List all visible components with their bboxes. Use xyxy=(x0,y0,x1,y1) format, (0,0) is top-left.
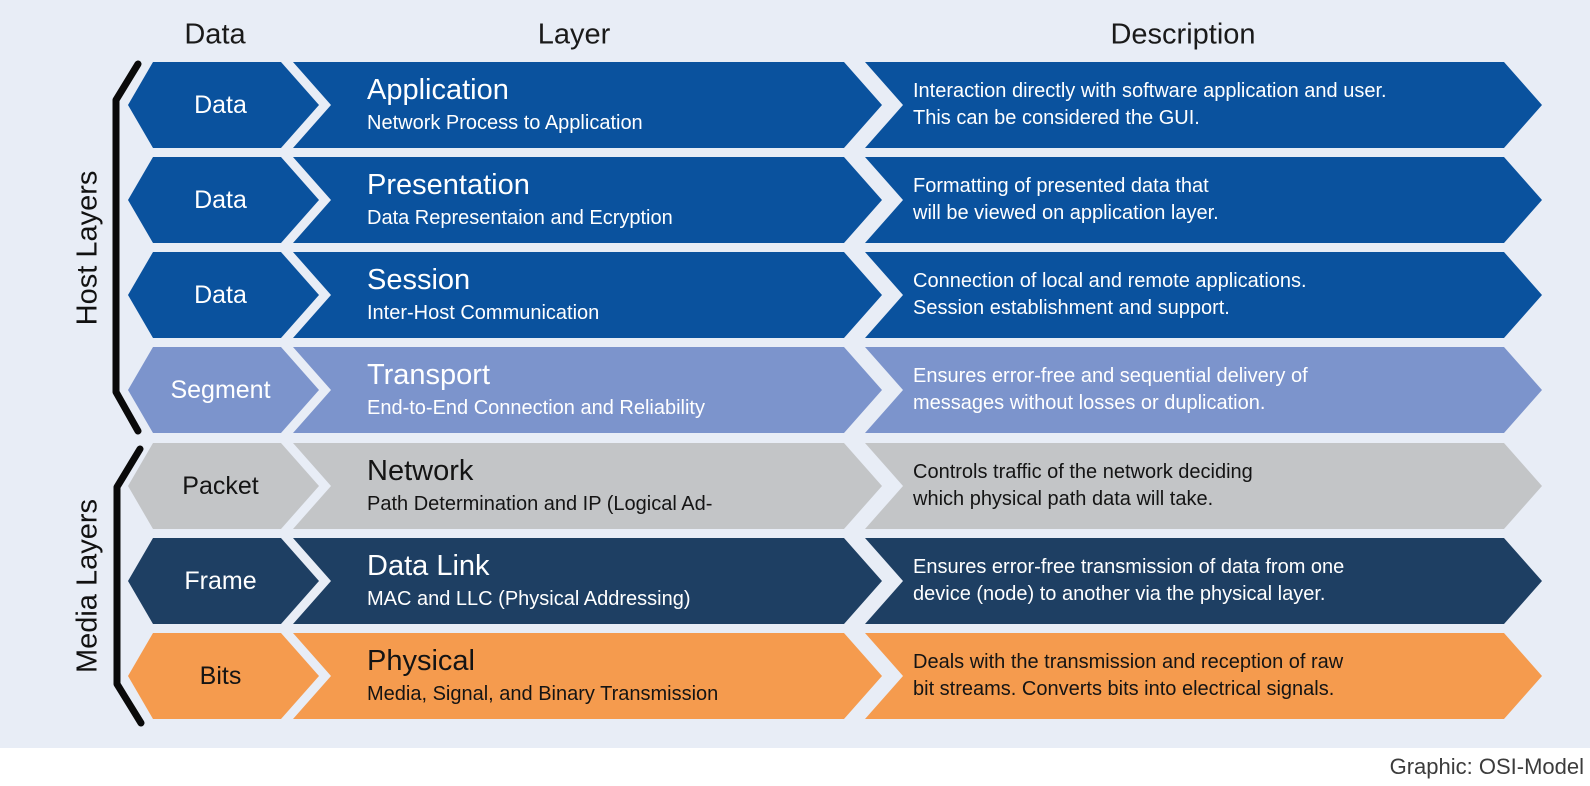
layer-bar: Physical Media, Signal, and Binary Trans… xyxy=(293,633,882,719)
description-line: Ensures error-free transmission of data … xyxy=(913,556,1345,578)
description-line: Ensures error-free and sequential delive… xyxy=(913,365,1308,387)
graphic-credit: Graphic: OSI-Model xyxy=(1389,754,1584,779)
data-unit-chip: Data xyxy=(128,252,319,338)
layer-title: Transport xyxy=(367,359,491,391)
column-header-data: Data xyxy=(184,18,246,51)
layer-bar: Transport End-to-End Connection and Reli… xyxy=(293,347,882,433)
description-line: Connection of local and remote applicati… xyxy=(913,270,1307,292)
layer-title: Data Link xyxy=(367,550,490,582)
osi-row-physical: Bits Physical Media, Signal, and Binary … xyxy=(0,633,1590,719)
layer-title: Physical xyxy=(367,645,475,677)
description-line: will be viewed on application layer. xyxy=(913,202,1219,224)
osi-row-datalink: Frame Data Link MAC and LLC (Physical Ad… xyxy=(0,538,1590,624)
osi-row-session: Data Session Inter-Host Communication Co… xyxy=(0,252,1590,338)
osi-row-network: Packet Network Path Determination and IP… xyxy=(0,443,1590,529)
data-unit-label: Bits xyxy=(199,661,242,690)
layer-title: Presentation xyxy=(367,169,530,201)
data-unit-chip: Packet xyxy=(128,443,319,529)
description-bar: Deals with the transmission and receptio… xyxy=(865,633,1542,719)
data-unit-chip: Segment xyxy=(128,347,319,433)
layer-subtitle: Network Process to Application xyxy=(367,112,643,134)
description-line: This can be considered the GUI. xyxy=(913,107,1200,129)
layer-bar: Application Network Process to Applicati… xyxy=(293,62,882,148)
column-header-layer: Layer xyxy=(537,18,611,51)
data-unit-label: Frame xyxy=(184,566,257,595)
layer-subtitle: Path Determination and IP (Logical Ad- xyxy=(367,493,713,515)
data-unit-label: Segment xyxy=(170,375,271,404)
layer-subtitle: End-to-End Connection and Reliability xyxy=(367,397,705,419)
data-unit-chip: Bits xyxy=(128,633,319,719)
osi-row-transport: Segment Transport End-to-End Connection … xyxy=(0,347,1590,433)
description-line: Interaction directly with software appli… xyxy=(913,80,1387,102)
description-bar: Ensures error-free and sequential delive… xyxy=(865,347,1542,433)
layer-subtitle: Media, Signal, and Binary Transmission xyxy=(367,683,719,705)
osi-row-presentation: Data Presentation Data Representaion and… xyxy=(0,157,1590,243)
description-bar: Formatting of presented data that will b… xyxy=(865,157,1542,243)
description-line: Controls traffic of the network deciding xyxy=(913,461,1253,483)
layer-title: Session xyxy=(367,264,471,296)
data-unit-chip: Data xyxy=(128,62,319,148)
data-unit-label: Data xyxy=(194,185,247,214)
description-bar: Connection of local and remote applicati… xyxy=(865,252,1542,338)
layer-bar: Presentation Data Representaion and Ecry… xyxy=(293,157,882,243)
footer-strip: Graphic: OSI-Model xyxy=(0,748,1590,786)
description-line: Session establishment and support. xyxy=(913,297,1230,319)
layer-title: Network xyxy=(367,455,474,487)
layer-subtitle: Data Representaion and Ecryption xyxy=(367,207,673,229)
description-line: Formatting of presented data that xyxy=(913,175,1209,197)
column-header-description: Description xyxy=(1110,18,1256,51)
description-line: bit streams. Converts bits into electric… xyxy=(913,678,1335,700)
layer-title: Application xyxy=(367,74,509,106)
layer-bar: Session Inter-Host Communication xyxy=(293,252,882,338)
layer-subtitle: MAC and LLC (Physical Addressing) xyxy=(367,588,691,610)
layer-bar: Data Link MAC and LLC (Physical Addressi… xyxy=(293,538,882,624)
data-unit-label: Data xyxy=(194,90,247,119)
description-bar: Controls traffic of the network deciding… xyxy=(865,443,1542,529)
data-unit-label: Data xyxy=(194,280,247,309)
osi-row-application: Data Application Network Process to Appl… xyxy=(0,62,1590,148)
layer-bar: Network Path Determination and IP (Logic… xyxy=(293,443,882,529)
description-bar: Ensures error-free transmission of data … xyxy=(865,538,1542,624)
data-unit-chip: Frame xyxy=(128,538,319,624)
description-line: Deals with the transmission and receptio… xyxy=(913,651,1344,673)
layer-subtitle: Inter-Host Communication xyxy=(367,302,600,324)
description-bar: Interaction directly with software appli… xyxy=(865,62,1542,148)
description-line: device (node) to another via the physica… xyxy=(913,583,1326,605)
description-line: messages without losses or duplication. xyxy=(913,392,1266,414)
data-unit-chip: Data xyxy=(128,157,319,243)
data-unit-label: Packet xyxy=(182,471,259,500)
description-line: which physical path data will take. xyxy=(913,488,1214,510)
